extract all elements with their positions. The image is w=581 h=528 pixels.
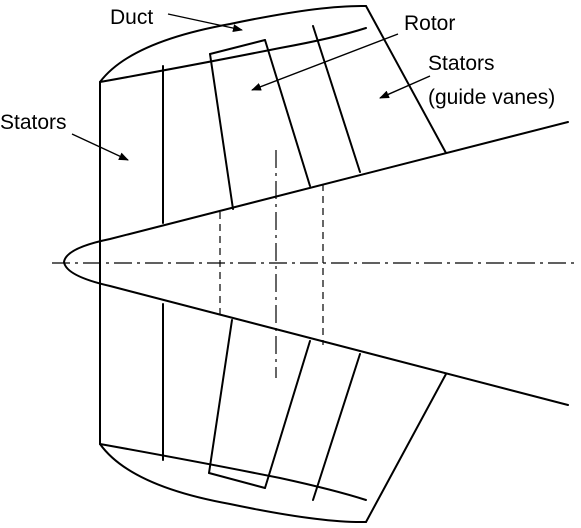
- hub-outline: [63, 121, 569, 406]
- stators-left-label: Stators: [0, 111, 67, 134]
- rotor-label: Rotor: [404, 12, 455, 35]
- upper-guide-vanes: [312, 25, 361, 173]
- leader-arrows: [71, 13, 431, 161]
- upper-rotor-blade: [209, 39, 311, 210]
- guide-vanes-label: (guide vanes): [428, 86, 555, 109]
- lower-duct: [99, 373, 447, 524]
- hidden-lines: [219, 150, 324, 378]
- duct-label: Duct: [110, 6, 153, 29]
- lower-rotor-blade: [208, 319, 311, 489]
- stators-right-label: Stators: [428, 52, 495, 75]
- lower-guide-vanes: [312, 353, 361, 501]
